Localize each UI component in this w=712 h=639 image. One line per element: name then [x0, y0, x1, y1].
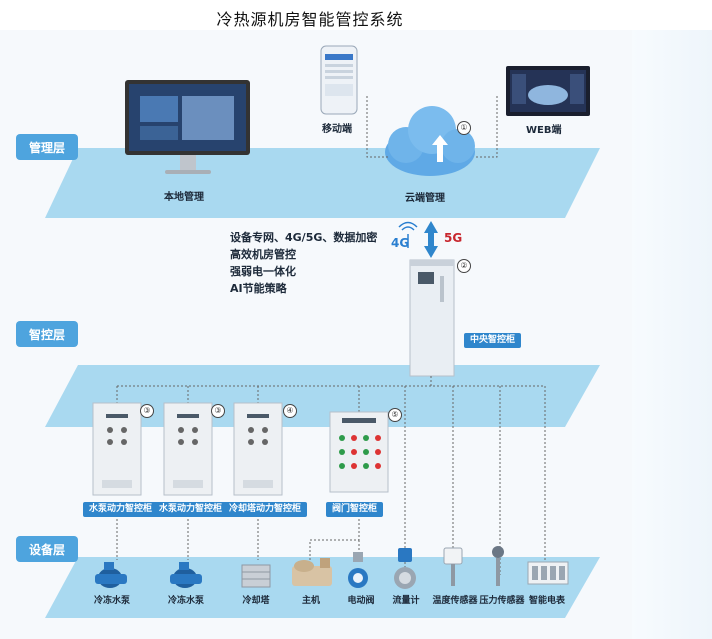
pump-cabinet-2-icon — [163, 402, 213, 496]
local-monitor-icon — [125, 80, 250, 174]
cabinet-badge-3: 冷却塔动力智控柜 — [223, 502, 308, 517]
feature-3: 强弱电一体化 — [230, 265, 296, 278]
device-caption-4: 主机 — [301, 596, 321, 606]
management-links — [366, 96, 498, 158]
signal-5g: 5G — [444, 231, 463, 245]
chiller-icon — [292, 558, 332, 586]
cloud-icon — [385, 106, 475, 176]
background-panel — [0, 30, 632, 639]
cabinet-badge-4: 阀门智控柜 — [326, 502, 384, 517]
feature-4: AI节能策略 — [230, 282, 287, 295]
layer-label-equipment: 设备层 — [16, 536, 78, 562]
marker-4: ④ — [283, 404, 297, 418]
web-caption: WEB端 — [526, 125, 562, 136]
flow-meter-icon — [394, 548, 416, 589]
smart-meter-icon — [527, 561, 569, 585]
pump-2-icon — [170, 562, 202, 588]
layer-label-management: 管理层 — [16, 134, 78, 160]
device-caption-1: 冷冻水泵 — [93, 596, 131, 606]
pump-1-icon — [95, 562, 127, 588]
cabinet-badge-1: 水泵动力智控柜 — [83, 502, 159, 517]
marker-1: ① — [457, 121, 471, 135]
tower-cabinet-icon — [233, 402, 283, 496]
marker-3a: ③ — [140, 404, 154, 418]
pump-cabinet-1-icon — [92, 402, 142, 496]
signal-4g: 4G — [391, 236, 410, 250]
device-caption-5: 电动阀 — [347, 596, 375, 606]
device-caption-7: 温度传感器 — [432, 596, 478, 606]
central-cabinet-icon — [409, 259, 455, 377]
web-screen-icon — [506, 66, 590, 116]
device-caption-3: 冷却塔 — [242, 596, 270, 606]
pressure-sensor-icon — [492, 546, 504, 586]
device-caption-8: 压力传感器 — [479, 596, 525, 606]
marker-3b: ③ — [211, 404, 225, 418]
device-caption-6: 流量计 — [392, 596, 420, 606]
management-platform — [45, 148, 600, 218]
marker-5: ⑤ — [388, 408, 402, 422]
smart-bus — [116, 376, 546, 575]
cooling-tower-icon — [241, 564, 271, 588]
tower-icon — [398, 221, 418, 248]
feature-1: 设备专网、4G/5G、数据加密 — [230, 231, 378, 244]
side-decoration — [632, 30, 712, 639]
cabinet-badge-2: 水泵动力智控柜 — [153, 502, 229, 517]
double-arrow-icon — [424, 221, 438, 258]
local-management-caption: 本地管理 — [164, 192, 204, 203]
mobile-phone-icon — [320, 45, 358, 115]
cloud-management-caption: 云端管理 — [405, 193, 445, 204]
feature-2: 高效机房管控 — [230, 248, 296, 261]
device-caption-9: 智能电表 — [528, 596, 566, 606]
device-caption-2: 冷冻水泵 — [167, 596, 205, 606]
marker-2: ② — [457, 259, 471, 273]
valve-cabinet-icon — [329, 411, 389, 493]
device-links — [116, 515, 360, 560]
electric-valve-icon — [348, 552, 368, 588]
central-cabinet-badge: 中央智控柜 — [464, 333, 522, 348]
temperature-sensor-icon — [443, 547, 463, 586]
layer-label-smart: 智控层 — [16, 321, 78, 347]
mobile-caption: 移动端 — [322, 124, 352, 135]
page-title: 冷热源机房智能管控系统 — [216, 10, 404, 29]
